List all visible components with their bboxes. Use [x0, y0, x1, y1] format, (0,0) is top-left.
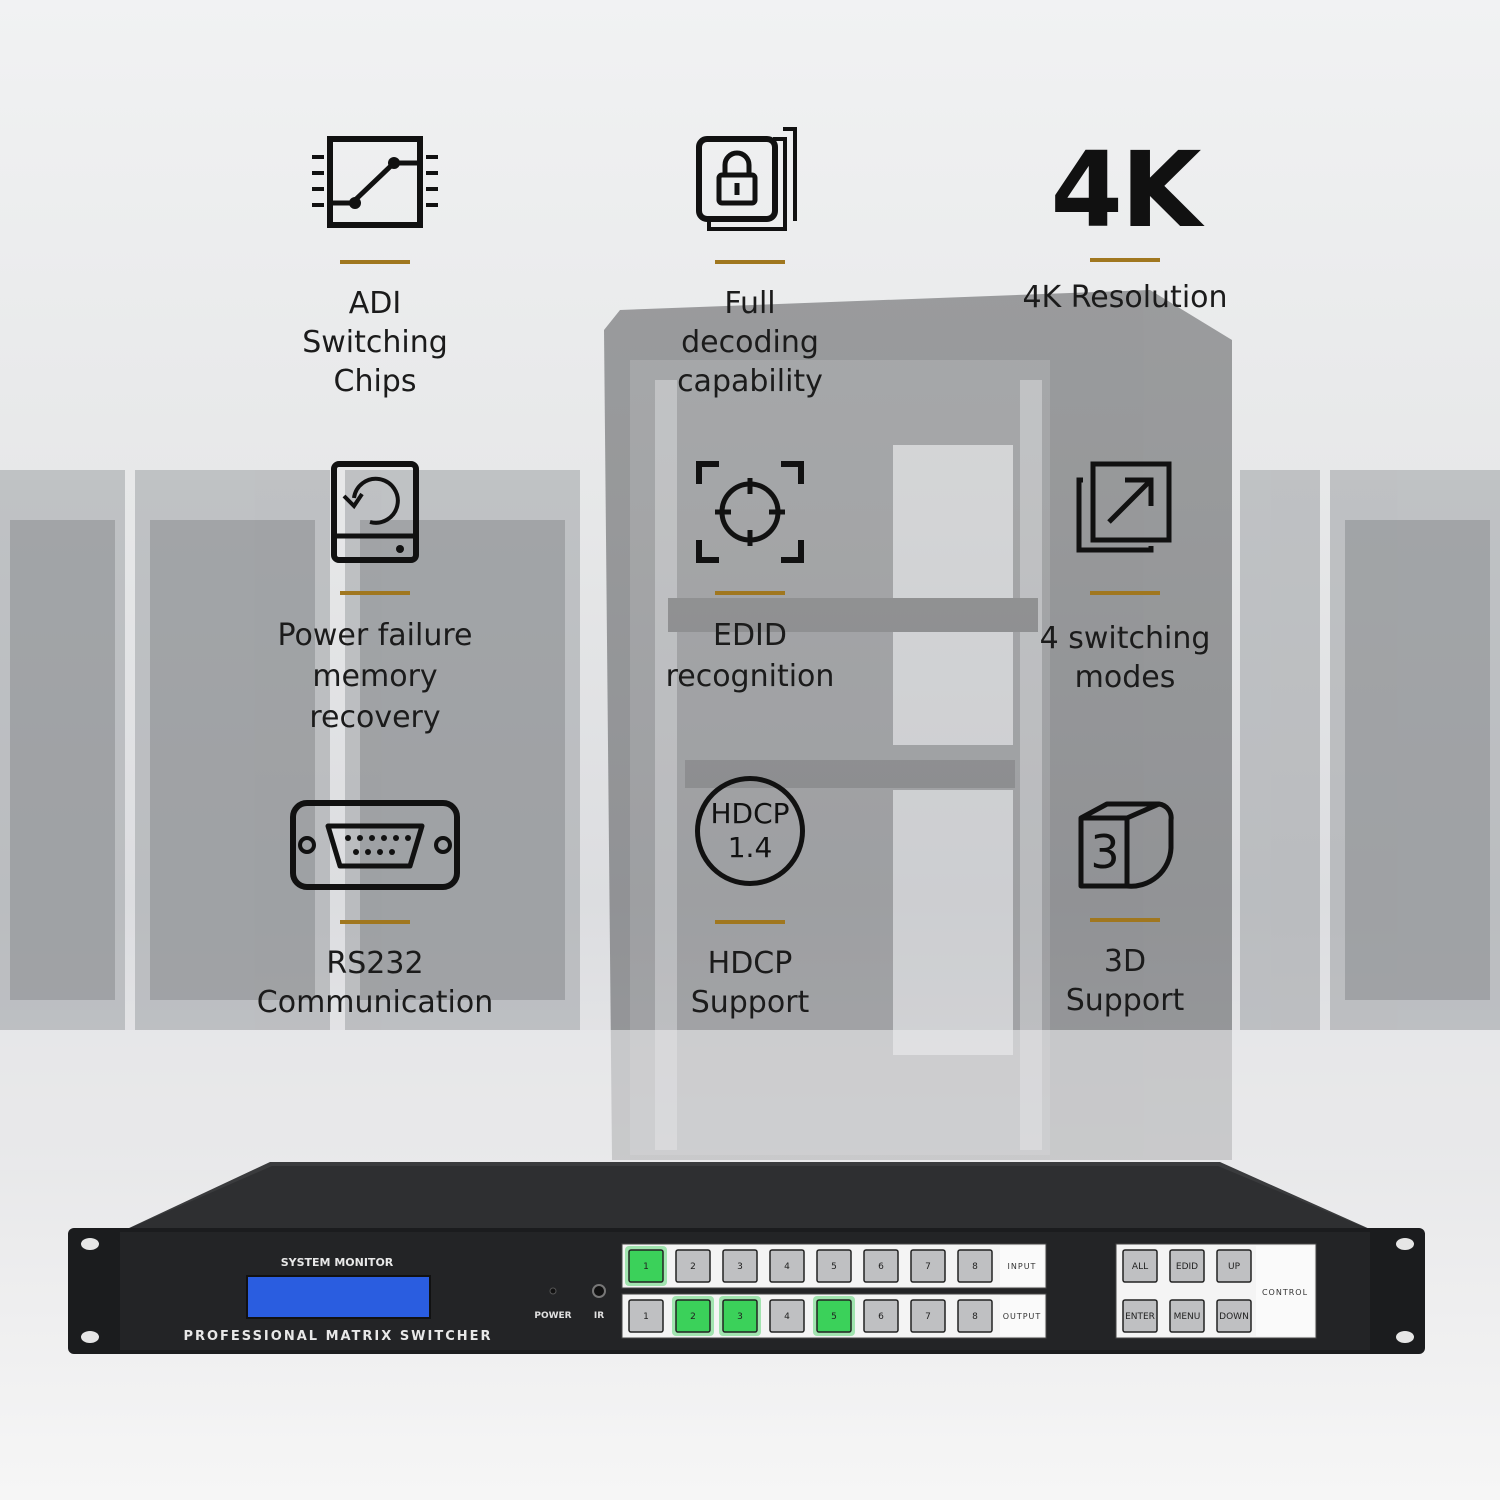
control-label: CONTROL	[1262, 1288, 1308, 1297]
crosshair-icon	[696, 461, 804, 563]
power-led	[549, 1287, 557, 1295]
feature-label: 4K Resolution	[1022, 280, 1228, 315]
feature-label: 4 switching modes	[1039, 621, 1211, 695]
button-label: 5	[831, 1312, 837, 1322]
button-label: UP	[1228, 1262, 1241, 1272]
control-button-down[interactable]: DOWN	[1216, 1299, 1252, 1333]
button-label: 7	[925, 1312, 931, 1322]
feature-label: RS232 Communication	[256, 946, 494, 1020]
feature-label: 3D Support	[1065, 944, 1185, 1018]
button-label: 6	[878, 1312, 884, 1322]
output-button-3[interactable]: 3	[719, 1296, 761, 1336]
feature-rs232-communication: RS232 Communication	[225, 800, 525, 1022]
4k-text-icon: 4K	[1050, 129, 1202, 251]
output-button-4[interactable]: 4	[769, 1299, 805, 1333]
accent-bar	[1090, 258, 1160, 262]
cube-3d-icon: 3	[1075, 800, 1175, 892]
output-button-5[interactable]: 5	[813, 1296, 855, 1336]
output-button-1[interactable]: 1	[628, 1299, 664, 1333]
device-title: PROFESSIONAL MATRIX SWITCHER	[183, 1329, 492, 1344]
button-label: 4	[784, 1262, 790, 1272]
button-label: MENU	[1174, 1312, 1201, 1322]
button-label: 4	[784, 1312, 790, 1322]
button-label: EDID	[1176, 1262, 1198, 1272]
hdcp-badge-icon: HDCP 1.4	[695, 776, 805, 886]
output-button-8[interactable]: 8	[957, 1299, 993, 1333]
switch-chip-icon	[312, 136, 438, 228]
cube-3d-text: 3	[1090, 825, 1120, 879]
input-button-8[interactable]: 8	[957, 1249, 993, 1283]
feature-edid-recognition: EDID recognition	[600, 460, 900, 697]
output-label: OUTPUT	[1003, 1312, 1042, 1321]
input-button-4[interactable]: 4	[769, 1249, 805, 1283]
accent-bar	[715, 591, 785, 595]
serial-port-icon	[290, 800, 460, 890]
output-button-7[interactable]: 7	[910, 1299, 946, 1333]
input-button-6[interactable]: 6	[863, 1249, 899, 1283]
input-button-5[interactable]: 5	[816, 1249, 852, 1283]
button-label: 8	[972, 1312, 978, 1322]
output-button-6[interactable]: 6	[863, 1299, 899, 1333]
button-label: 3	[737, 1312, 743, 1322]
hard-disk-restore-icon	[331, 461, 419, 563]
button-label: ENTER	[1125, 1312, 1155, 1322]
input-button-1[interactable]: 1	[625, 1246, 667, 1286]
accent-bar	[715, 920, 785, 924]
lock-icon	[696, 127, 797, 231]
switch-arrow-icon	[1076, 461, 1172, 553]
feature-label: EDID recognition	[665, 618, 835, 694]
feature-4k-resolution: 4K 4K Resolution	[975, 129, 1275, 317]
lcd-display	[246, 1275, 431, 1319]
accent-bar	[715, 260, 785, 264]
button-label: ALL	[1132, 1262, 1148, 1272]
button-label: 2	[690, 1262, 696, 1272]
feature-label: HDCP Support	[690, 946, 810, 1020]
accent-bar	[340, 591, 410, 595]
accent-bar	[1090, 591, 1160, 595]
system-monitor-label: SYSTEM MONITOR	[281, 1256, 394, 1269]
control-button-enter[interactable]: ENTER	[1122, 1299, 1158, 1333]
output-button-2[interactable]: 2	[672, 1296, 714, 1336]
control-button-all[interactable]: ALL	[1122, 1249, 1158, 1283]
control-button-edid[interactable]: EDID	[1169, 1249, 1205, 1283]
hdcp-badge-text: HDCP 1.4	[710, 797, 790, 864]
accent-bar	[340, 920, 410, 924]
control-button-menu[interactable]: MENU	[1169, 1299, 1205, 1333]
input-label: INPUT	[1008, 1262, 1037, 1271]
feature-3d-support: 3 3D Support	[975, 800, 1275, 1020]
ir-label: IR	[594, 1311, 604, 1321]
feature-label: ADI Switching Chips	[302, 286, 448, 399]
input-button-7[interactable]: 7	[910, 1249, 946, 1283]
feature-full-decoding: Full decoding capability	[600, 125, 900, 401]
button-label: 7	[925, 1262, 931, 1272]
button-label: 2	[690, 1312, 696, 1322]
feature-switching-modes: 4 switching modes	[975, 460, 1275, 697]
input-button-2[interactable]: 2	[675, 1249, 711, 1283]
button-label: DOWN	[1219, 1312, 1249, 1322]
button-label: 1	[643, 1262, 649, 1272]
accent-bar	[1090, 918, 1160, 922]
feature-label: Power failure memory recovery	[277, 618, 473, 735]
power-label: POWER	[534, 1311, 571, 1321]
accent-bar	[340, 260, 410, 264]
control-button-up[interactable]: UP	[1216, 1249, 1252, 1283]
feature-label: Full decoding capability	[677, 286, 823, 399]
button-label: 3	[737, 1262, 743, 1272]
feature-power-failure-recovery: Power failure memory recovery	[225, 460, 525, 738]
feature-hdcp-support: HDCP 1.4 HDCP Support	[600, 776, 900, 1022]
button-label: 1	[643, 1312, 649, 1322]
feature-adi-switching-chips: ADI Switching Chips	[225, 135, 525, 401]
input-button-3[interactable]: 3	[722, 1249, 758, 1283]
ir-receiver	[592, 1284, 606, 1298]
button-label: 6	[878, 1262, 884, 1272]
button-label: 8	[972, 1262, 978, 1272]
button-label: 5	[831, 1262, 837, 1272]
